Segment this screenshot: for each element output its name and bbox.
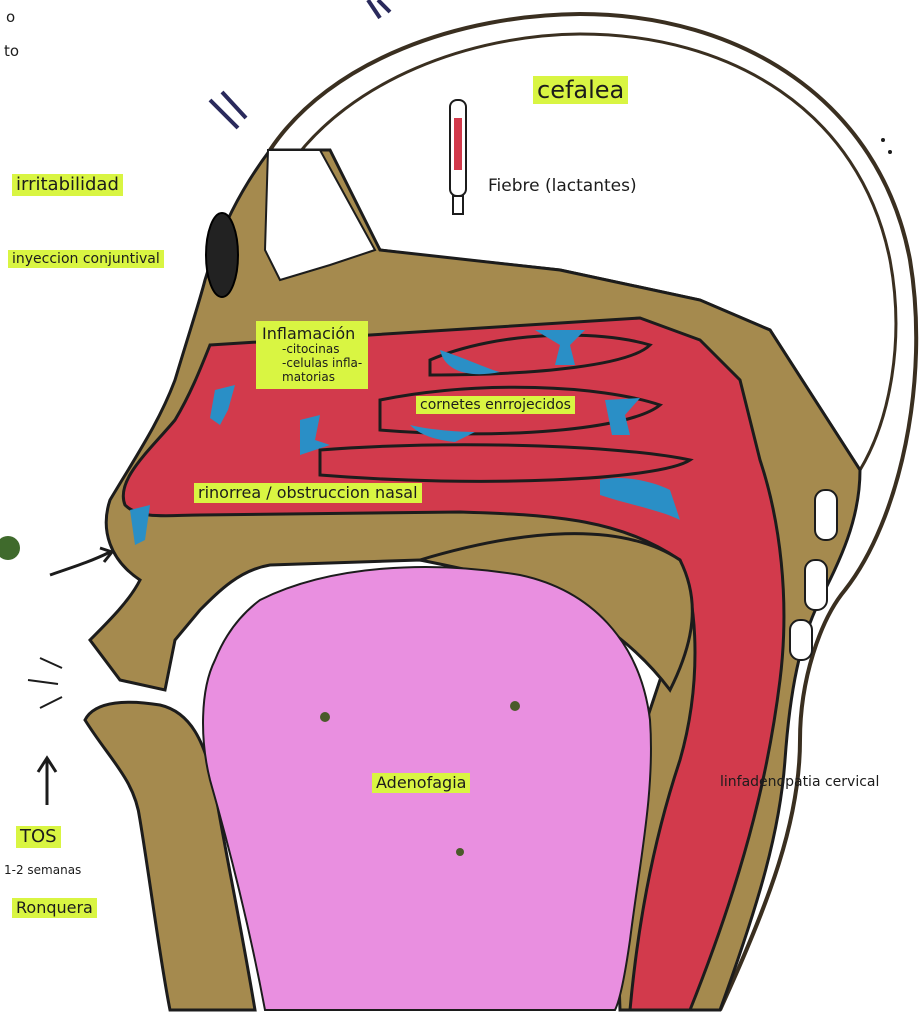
label-rinorrea: rinorrea / obstruccion nasal: [194, 483, 422, 503]
pain-marks-icon: [210, 92, 246, 128]
label-fiebre: Fiebre (lactantes): [484, 176, 641, 197]
label-irritabilidad: irritabilidad: [12, 174, 123, 196]
label-semanas: 1-2 semanas: [0, 862, 85, 878]
inflamacion-line-1: -citocinas: [262, 343, 362, 357]
particle: [456, 848, 464, 856]
pain-dot: [881, 138, 885, 142]
particle: [510, 701, 520, 711]
arrow-icon: [50, 552, 110, 575]
top-left-note-1: o: [2, 8, 19, 27]
label-cefalea: cefalea: [533, 76, 628, 104]
particle: [320, 712, 330, 722]
label-ronquera: Ronquera: [12, 898, 97, 918]
cough-lines-icon: [28, 658, 62, 708]
vertebra: [805, 560, 827, 610]
inflamacion-line-3: matorias: [262, 371, 362, 385]
inflamacion-line-2: -celulas infla-: [262, 357, 362, 371]
vertebra: [790, 620, 812, 660]
pain-marks-icon: [368, 0, 390, 18]
arrow-up-icon: [38, 758, 56, 805]
eye-icon: [206, 213, 238, 297]
thermometer-icon: [450, 100, 466, 214]
vertebra: [815, 490, 837, 540]
label-linfadenopatia: linfadenopatia cervical: [716, 773, 883, 791]
label-cornetes: cornetes enrrojecidos: [416, 396, 575, 414]
label-inyeccion-conjuntival: inyeccion conjuntival: [8, 250, 164, 268]
label-tos: TOS: [16, 826, 61, 848]
pain-dot: [888, 150, 892, 154]
label-inflamacion: Inflamación -citocinas -celulas infla- m…: [256, 321, 368, 389]
inflamacion-title: Inflamación: [262, 325, 362, 343]
top-left-note-2: to: [0, 42, 23, 61]
label-adenofagia: Adenofagia: [372, 773, 470, 793]
virus-icon: [0, 536, 20, 560]
